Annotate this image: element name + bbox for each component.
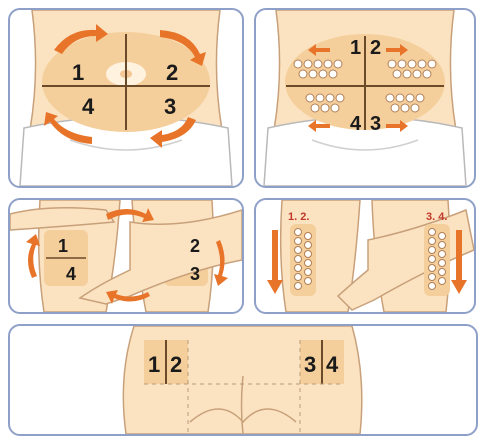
zone-1-label: 1	[58, 236, 68, 256]
panel-buttocks: 1 2 3 4	[8, 324, 478, 436]
abdomen-dots-illustration: 1 2 3 4	[256, 10, 474, 186]
zone-3-label: 3	[190, 264, 200, 284]
quadrant-4-label: 4	[82, 94, 95, 119]
quadrant-3-label: 3	[370, 113, 381, 135]
panel-abdomen-dots: 1 2 3 4	[254, 8, 476, 188]
thighs-illustration: 1 2 3 4	[10, 200, 242, 312]
zone-4-label: 4	[66, 264, 76, 284]
panel-thighs-circular: 1 2 3 4	[8, 198, 244, 314]
panel-abdomen-circular: 1 2 3 4	[8, 8, 244, 188]
left-zone-label: 1. 2.	[288, 211, 309, 223]
quadrant-1-label: 1	[72, 60, 84, 85]
thighs-dots-illustration: 1. 2. 3. 4.	[256, 200, 474, 312]
panel-thighs-dots: 1. 2. 3. 4.	[254, 198, 476, 314]
quadrant-2-label: 2	[166, 60, 178, 85]
zone-4-label: 4	[326, 352, 339, 377]
quadrant-1-label: 1	[350, 37, 361, 59]
quadrant-3-label: 3	[164, 94, 176, 119]
abdomen-illustration: 1 2 3 4	[10, 10, 242, 186]
quadrant-4-label: 4	[350, 113, 362, 135]
zone-1-label: 1	[148, 352, 160, 377]
quadrant-2-label: 2	[370, 37, 381, 59]
zone-3-label: 3	[304, 352, 316, 377]
zone-2-label: 2	[170, 352, 182, 377]
buttocks-illustration: 1 2 3 4	[10, 326, 476, 434]
zone-2-label: 2	[190, 236, 200, 256]
right-zone-label: 3. 4.	[426, 211, 447, 223]
